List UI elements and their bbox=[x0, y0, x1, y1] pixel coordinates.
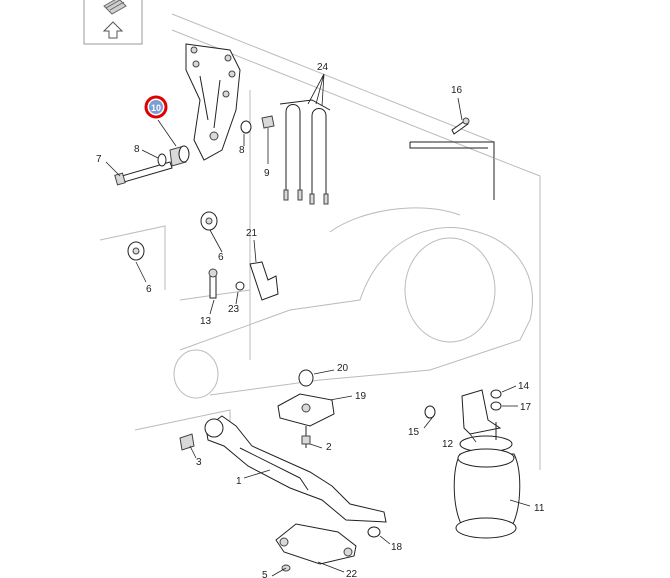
highlighted-callout-10[interactable]: 10 bbox=[144, 95, 168, 119]
callout-12[interactable]: 12 bbox=[442, 439, 454, 450]
u-bolts-24[interactable] bbox=[279, 99, 331, 205]
frame-rail bbox=[171, 13, 541, 470]
callout-5[interactable]: 5 bbox=[262, 570, 268, 578]
spring-plate-19[interactable] bbox=[277, 393, 335, 448]
bracket-21[interactable] bbox=[249, 261, 279, 301]
callout-9[interactable]: 9 bbox=[264, 168, 270, 179]
bolt-13[interactable] bbox=[208, 268, 218, 299]
leaf-spring-1[interactable] bbox=[204, 415, 387, 523]
callout-8a[interactable]: 8 bbox=[134, 144, 140, 155]
bushing-20[interactable] bbox=[298, 369, 314, 387]
callout-15[interactable]: 15 bbox=[408, 427, 420, 438]
callout-23[interactable]: 23 bbox=[228, 304, 240, 315]
washer-8-right[interactable] bbox=[240, 120, 252, 134]
air-spring-11[interactable] bbox=[453, 435, 521, 539]
spring-hanger-bracket bbox=[185, 43, 241, 161]
nut-9[interactable] bbox=[261, 115, 275, 129]
assembly-thumbnail-icon[interactable] bbox=[103, 0, 127, 15]
washer-6-upper[interactable] bbox=[200, 211, 218, 231]
callout-19[interactable]: 19 bbox=[355, 391, 367, 402]
callout-24[interactable]: 24 bbox=[317, 62, 329, 73]
callout-3[interactable]: 3 bbox=[196, 457, 202, 468]
callout-7[interactable]: 7 bbox=[96, 154, 102, 165]
nut-18[interactable] bbox=[367, 526, 381, 538]
air-spring-bracket-12[interactable] bbox=[461, 389, 502, 440]
callout-1[interactable]: 1 bbox=[236, 476, 242, 487]
callout-21[interactable]: 21 bbox=[246, 228, 258, 239]
callout-16[interactable]: 16 bbox=[451, 85, 463, 96]
thumbnail-nav[interactable] bbox=[83, 0, 143, 45]
callout-labels: 1 2 3 5 6 6 7 8 8 9 11 12 13 14 15 16 17… bbox=[96, 62, 545, 578]
highlight-ring bbox=[144, 95, 168, 119]
callout-6b[interactable]: 6 bbox=[218, 252, 224, 263]
washer-8-left[interactable] bbox=[157, 153, 167, 167]
up-arrow-icon[interactable] bbox=[102, 21, 124, 39]
bolt-16[interactable] bbox=[451, 117, 470, 135]
callout-8b[interactable]: 8 bbox=[239, 145, 245, 156]
axle-housing bbox=[173, 207, 533, 399]
callout-18[interactable]: 18 bbox=[391, 542, 403, 553]
callout-13[interactable]: 13 bbox=[200, 316, 212, 327]
washer-6-lower[interactable] bbox=[127, 241, 145, 261]
highlight-fill bbox=[149, 100, 163, 114]
leader-lines bbox=[105, 73, 531, 577]
callout-14[interactable]: 14 bbox=[518, 381, 530, 392]
callout-17[interactable]: 17 bbox=[520, 402, 532, 413]
callout-22[interactable]: 22 bbox=[346, 569, 358, 578]
callout-6a[interactable]: 6 bbox=[146, 284, 152, 295]
callout-2[interactable]: 2 bbox=[326, 442, 332, 453]
bushing-3[interactable] bbox=[179, 433, 195, 451]
callout-11[interactable]: 11 bbox=[534, 503, 545, 514]
nut-14[interactable] bbox=[490, 389, 502, 399]
washer-23[interactable] bbox=[235, 281, 245, 291]
bushing-10[interactable] bbox=[169, 145, 190, 167]
nut-17[interactable] bbox=[490, 401, 502, 411]
nut-15[interactable] bbox=[424, 405, 436, 419]
callout-20[interactable]: 20 bbox=[337, 363, 349, 374]
lower-bracket-22[interactable] bbox=[275, 523, 357, 565]
callout-10[interactable]: 10 bbox=[151, 103, 161, 113]
